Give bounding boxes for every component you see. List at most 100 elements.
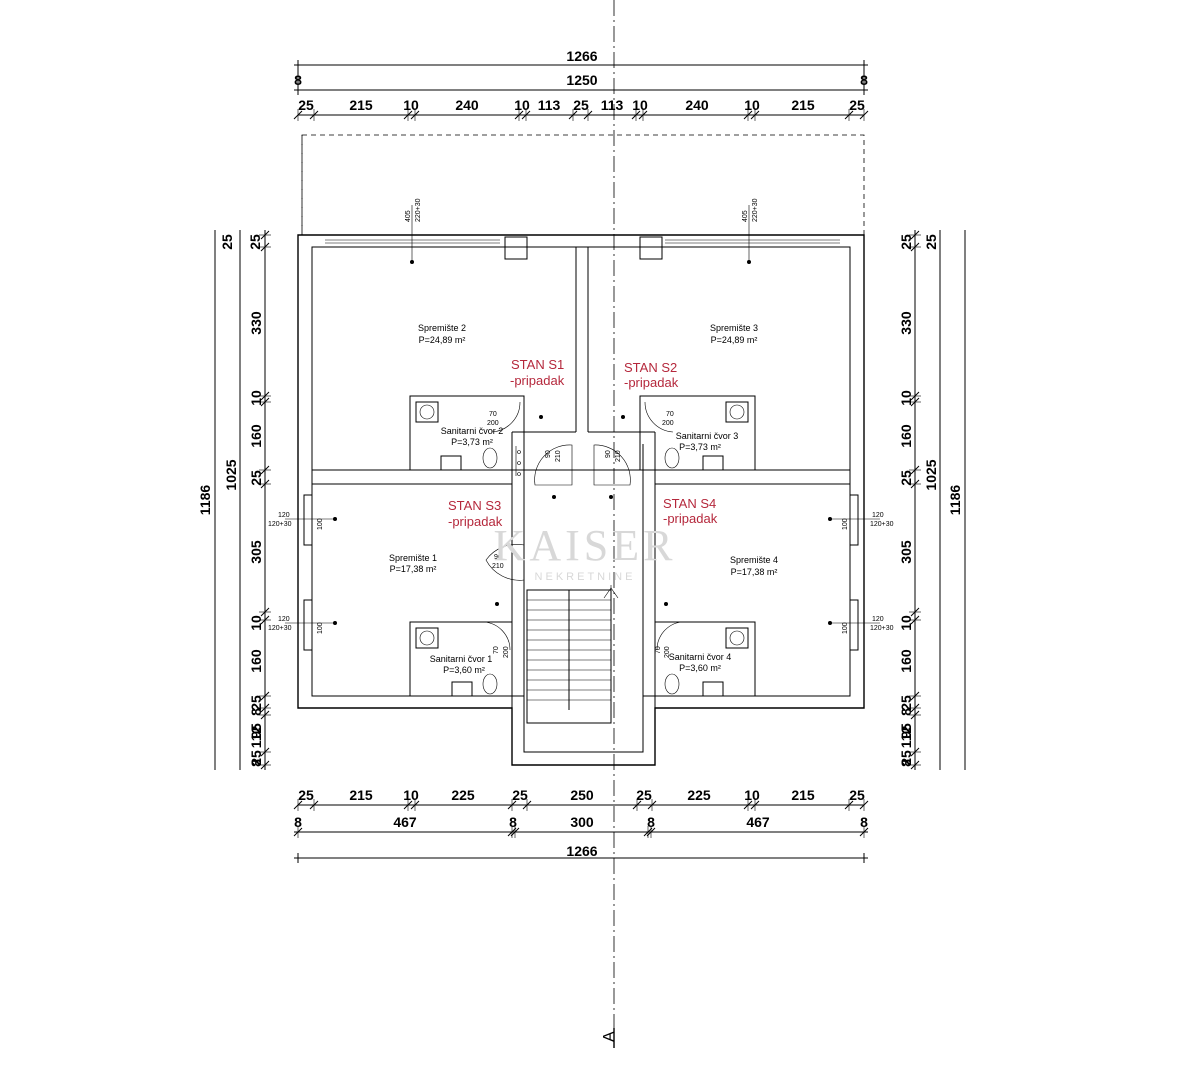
dim-right-seg-5: 10 — [898, 615, 914, 631]
room-labels: Spremište 2 P=24,89 m² Spremište 3 P=24,… — [389, 323, 778, 675]
dim-top-seg-9: 240 — [685, 97, 709, 113]
dim-bottom-mid-0: 8 — [294, 814, 302, 830]
left-dimensions: 1186 1025 25 25 330101602530510160258951… — [197, 230, 271, 770]
dim-bottom-seg-3: 225 — [451, 787, 475, 803]
svg-text:90: 90 — [605, 450, 612, 458]
dim-bottom-mid-1: 467 — [393, 814, 417, 830]
svg-text:200: 200 — [664, 646, 671, 658]
svg-text:100: 100 — [842, 518, 849, 530]
dim-top-seg-8: 10 — [632, 97, 648, 113]
dim-right-seg-3: 25 — [898, 470, 914, 486]
sanitary-blocks — [409, 395, 756, 697]
svg-text:70: 70 — [493, 646, 500, 654]
dim-bottom-mid-2: 8 — [509, 814, 517, 830]
dim-bottom-mid-4: 8 — [647, 814, 655, 830]
unit-s1-title: STAN S1 — [511, 357, 564, 372]
dim-left-seg-7: 25 — [248, 695, 264, 711]
room-sanitarni-2-area: P=3,73 m² — [451, 437, 493, 447]
svg-text:210: 210 — [615, 450, 622, 462]
dim-left-overall: 1186 — [197, 485, 213, 516]
svg-text:100: 100 — [317, 518, 324, 530]
svg-text:100: 100 — [317, 622, 324, 634]
building-walls — [297, 234, 865, 766]
svg-text:25: 25 — [898, 234, 914, 250]
dim-top-overall: 1266 — [566, 48, 597, 64]
room-spremiste-4-area: P=17,38 m² — [731, 567, 778, 577]
room-sanitarni-3-name: Sanitarni čvor 3 — [676, 431, 739, 441]
room-spremiste-4-name: Spremište 4 — [730, 555, 778, 565]
svg-text:120: 120 — [278, 512, 290, 519]
watermark-logo: KAISER — [494, 521, 677, 570]
dim-bottom-seg-8: 10 — [744, 787, 760, 803]
dim-bottom-seg-2: 10 — [403, 787, 419, 803]
unit-s3-sub: -pripadak — [448, 514, 503, 529]
dim-top-inner: 1250 — [566, 72, 597, 88]
svg-text:220+30: 220+30 — [752, 198, 759, 222]
svg-text:120+30: 120+30 — [870, 625, 894, 632]
unit-labels: STAN S1 -pripadak STAN S2 -pripadak STAN… — [448, 357, 718, 529]
svg-text:25: 25 — [247, 234, 263, 250]
dim-bottom-seg-10: 25 — [849, 787, 865, 803]
svg-text:90: 90 — [494, 554, 502, 561]
dim-top-seg-10: 10 — [744, 97, 760, 113]
dim-top-seg-5: 113 — [538, 97, 561, 113]
dim-bottom-seg-9: 215 — [791, 787, 815, 803]
dim-right-seg-0: 330 — [898, 311, 914, 335]
dim-left-seg-11: 8 — [248, 759, 264, 767]
dim-bottom-mid-5: 467 — [746, 814, 770, 830]
dim-top-seg-4: 10 — [514, 97, 530, 113]
dim-bottom-seg-7: 225 — [687, 787, 711, 803]
dim-right-seg-12: 25 — [898, 750, 914, 766]
unit-s2-sub: -pripadak — [624, 375, 679, 390]
svg-text:120+30: 120+30 — [870, 521, 894, 528]
dim-left-seg-12: 25 — [248, 750, 264, 766]
dim-bottom-seg-5: 250 — [570, 787, 594, 803]
dim-bottom-seg-4: 25 — [512, 787, 528, 803]
room-sanitarni-1-area: P=3,60 m² — [443, 665, 485, 675]
svg-text:70: 70 — [489, 411, 497, 418]
room-spremiste-3-name: Spremište 3 — [710, 323, 758, 333]
dim-left-seg-1: 10 — [248, 390, 264, 406]
svg-text:25: 25 — [923, 234, 939, 250]
dim-left-seg-8: 8 — [248, 708, 264, 716]
dim-left-seg-2: 160 — [248, 424, 264, 448]
svg-text:120: 120 — [278, 616, 290, 623]
room-sanitarni-2-name: Sanitarni čvor 2 — [441, 426, 504, 436]
unit-s4-sub: -pripadak — [663, 511, 718, 526]
dim-left-seg-6: 160 — [248, 649, 264, 673]
room-spremiste-2-area: P=24,89 m² — [419, 335, 466, 345]
dim-right-seg-4: 305 — [898, 540, 914, 564]
dim-right-overall: 1186 — [947, 485, 963, 516]
door-dimensions: 70 200 70 200 90 210 90 210 90 210 70 20… — [487, 411, 674, 658]
svg-text:120+30: 120+30 — [268, 625, 292, 632]
unit-s1-sub: -pripadak — [510, 373, 565, 388]
dim-bottom-mid-3: 300 — [570, 814, 594, 830]
dim-top-seg-7: 113 — [601, 97, 624, 113]
dim-left-seg-4: 305 — [248, 540, 264, 564]
room-sanitarni-4-area: P=3,60 m² — [679, 663, 721, 673]
dim-bottom-seg-6: 25 — [636, 787, 652, 803]
dim-left-seg-3: 25 — [248, 470, 264, 486]
side-windows: 120 120+30 120 120+30 120 120+30 120 120… — [268, 512, 894, 634]
dim-right-seg-1: 10 — [898, 390, 914, 406]
svg-text:405: 405 — [405, 210, 412, 222]
unit-s3-title: STAN S3 — [448, 498, 501, 513]
section-label: A — [601, 1031, 618, 1042]
svg-text:120+30: 120+30 — [268, 521, 292, 528]
room-spremiste-3-area: P=24,89 m² — [711, 335, 758, 345]
svg-text:200: 200 — [503, 646, 510, 658]
dim-top-seg-3: 240 — [455, 97, 479, 113]
svg-text:220+30: 220+30 — [415, 198, 422, 222]
dim-top-seg-2: 10 — [403, 97, 419, 113]
right-dimensions: 1186 1025 25 25 330101602530510160258951… — [898, 230, 966, 770]
svg-text:90: 90 — [545, 450, 552, 458]
dim-right-seg-8: 8 — [898, 708, 914, 716]
dim-left-inner: 1025 — [223, 459, 239, 490]
room-spremiste-1-name: Spremište 1 — [389, 553, 437, 563]
dim-right-inner: 1025 — [923, 459, 939, 490]
dim-right-seg-7: 25 — [898, 695, 914, 711]
svg-text:70: 70 — [655, 646, 662, 654]
svg-text:210: 210 — [492, 563, 504, 570]
